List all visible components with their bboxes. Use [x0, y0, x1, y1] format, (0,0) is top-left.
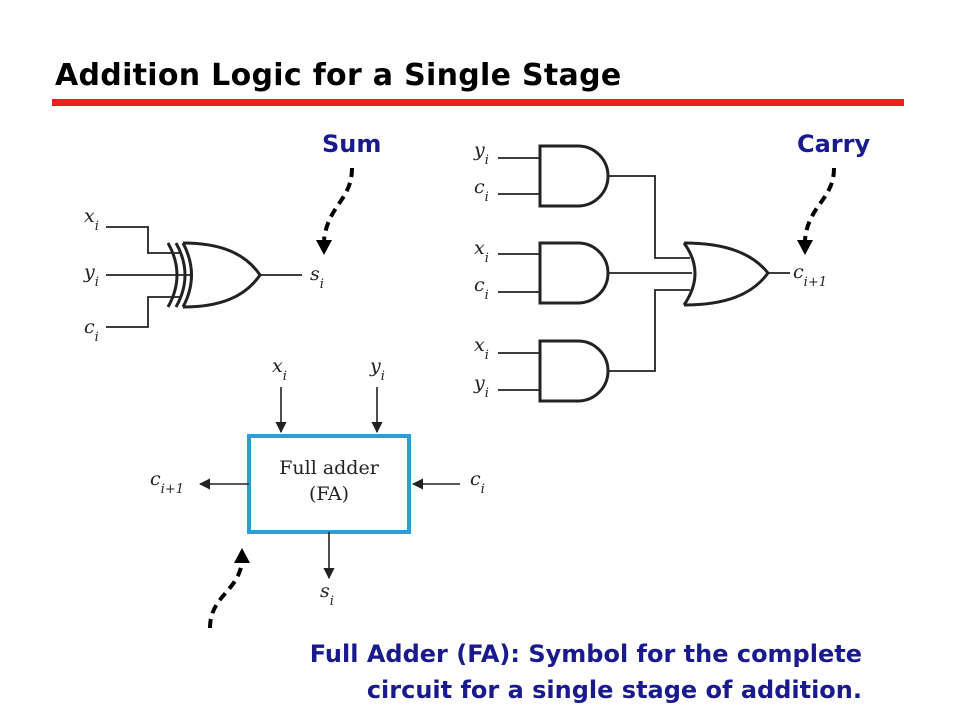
svg-text:yi: yi — [473, 372, 489, 401]
carry-output-label: ci+1 — [793, 261, 827, 290]
caption-line-2: circuit for a single stage of addition. — [366, 676, 862, 704]
carry-pointer-arrow — [803, 167, 836, 241]
title-underline — [52, 99, 904, 106]
sum-pointer-head — [316, 240, 332, 255]
caption: Full Adder (FA): Symbol for the complete… — [150, 636, 862, 708]
svg-text:xi: xi — [272, 355, 287, 384]
svg-text:xi: xi — [474, 334, 489, 363]
svg-text:yi: yi — [83, 261, 99, 290]
fa-pointer-head — [234, 548, 250, 563]
full-adder-arrows — [198, 387, 460, 580]
fa-pointer-arrow — [208, 561, 244, 629]
svg-text:ci: ci — [470, 468, 485, 497]
full-adder-title: Full adder — [279, 457, 380, 479]
sum-pointer-arrow — [322, 167, 354, 241]
svg-text:ci: ci — [84, 316, 99, 345]
svg-text:ci: ci — [474, 274, 489, 303]
carry-pointer-head — [797, 240, 813, 255]
xor-input-labels: xi yi ci — [83, 205, 99, 345]
slide-title: Addition Logic for a Single Stage — [55, 58, 622, 93]
full-adder-abbrev: (FA) — [309, 483, 349, 505]
svg-text:xi: xi — [84, 205, 99, 234]
carry-label: Carry — [797, 130, 870, 158]
caption-line-1: Full Adder (FA): Symbol for the complete — [309, 640, 862, 668]
xor-sum-circuit — [106, 226, 302, 328]
full-adder-labels: xi yi ci+1 ci si — [150, 355, 485, 609]
carry-circuit — [498, 144, 790, 403]
svg-text:yi: yi — [473, 139, 489, 168]
sum-output-label: si — [310, 263, 324, 292]
svg-text:xi: xi — [474, 237, 489, 266]
carry-input-labels: yi ci xi ci xi yi — [473, 139, 489, 401]
sum-label: Sum — [322, 130, 381, 158]
svg-text:ci: ci — [474, 176, 489, 205]
svg-text:yi: yi — [369, 355, 385, 384]
svg-text:ci+1: ci+1 — [150, 468, 184, 497]
svg-text:si: si — [320, 580, 334, 609]
